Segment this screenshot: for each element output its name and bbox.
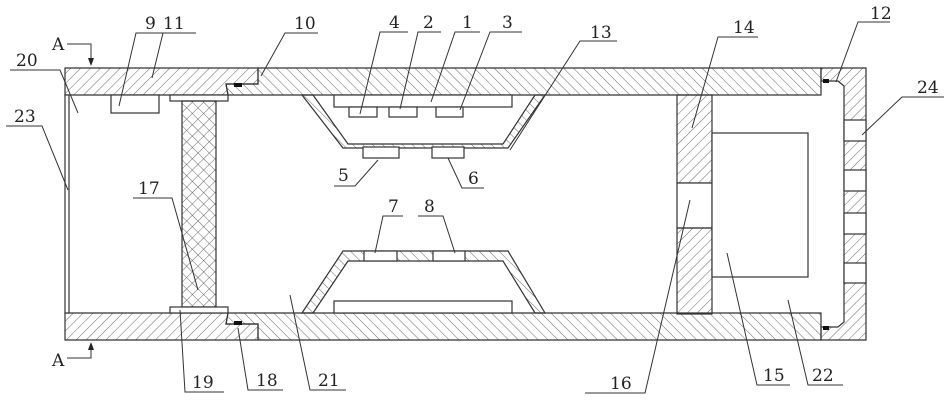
sensor-8: [433, 251, 465, 261]
component-9: [111, 95, 159, 113]
partition-14-upper: [677, 95, 712, 183]
svg-text:5: 5: [338, 166, 349, 186]
svg-text:22: 22: [812, 366, 834, 386]
svg-text:17: 17: [138, 179, 160, 199]
label-24: 24: [862, 78, 944, 135]
svg-text:12: 12: [870, 4, 892, 24]
plate-top-17: [170, 95, 228, 101]
svg-text:7: 7: [388, 197, 399, 217]
svg-text:A: A: [51, 35, 65, 55]
svg-text:21: 21: [318, 371, 340, 391]
label-7: 7: [375, 197, 403, 253]
svg-text:6: 6: [468, 169, 479, 189]
svg-text:1: 1: [462, 13, 473, 33]
plate-19: [170, 307, 228, 313]
plate-1: [334, 95, 512, 107]
sensor-4: [349, 107, 377, 117]
svg-text:20: 20: [16, 51, 38, 71]
sensor-3: [436, 107, 463, 117]
svg-text:A: A: [51, 351, 65, 371]
seal-block-top: [234, 83, 242, 87]
svg-text:4: 4: [389, 13, 400, 33]
column-17: [182, 101, 216, 307]
box-15: [712, 133, 808, 277]
svg-text:23: 23: [14, 107, 36, 127]
svg-text:18: 18: [256, 371, 278, 391]
sensor-7: [364, 251, 397, 261]
svg-text:8: 8: [424, 197, 435, 217]
section-mark-bottom: A: [51, 342, 94, 371]
sensor-2: [389, 107, 417, 117]
label-23: 23: [6, 107, 68, 190]
label-6: 6: [448, 158, 484, 189]
bottom-plate: [334, 301, 512, 313]
sensor-5: [363, 147, 399, 158]
label-10: 10: [261, 14, 318, 76]
bottom-wall-right: [226, 313, 821, 340]
opening-16: [677, 183, 712, 228]
section-mark-top: A: [51, 35, 94, 66]
svg-text:24: 24: [917, 78, 939, 98]
sensor-6: [432, 147, 464, 158]
svg-text:14: 14: [733, 18, 755, 38]
top-wall-right: [226, 68, 821, 95]
partition-14-lower: [677, 228, 712, 314]
svg-text:9: 9: [145, 14, 156, 34]
left-thin-wall-23: [65, 95, 69, 313]
svg-text:15: 15: [763, 366, 785, 386]
svg-text:16: 16: [610, 374, 632, 394]
seal-block-right-top: [823, 79, 829, 83]
svg-text:10: 10: [294, 14, 316, 34]
svg-text:19: 19: [192, 373, 214, 393]
label-8: 8: [418, 197, 455, 253]
svg-text:3: 3: [502, 13, 513, 33]
end-cap-12: [821, 68, 866, 340]
svg-text:2: 2: [423, 13, 434, 33]
svg-text:11: 11: [163, 14, 185, 34]
label-16: 16: [585, 200, 690, 394]
seal-block-bottom: [234, 321, 242, 325]
seal-block-right-bottom: [823, 326, 829, 330]
label-5: 5: [334, 160, 378, 186]
svg-text:13: 13: [590, 23, 612, 43]
